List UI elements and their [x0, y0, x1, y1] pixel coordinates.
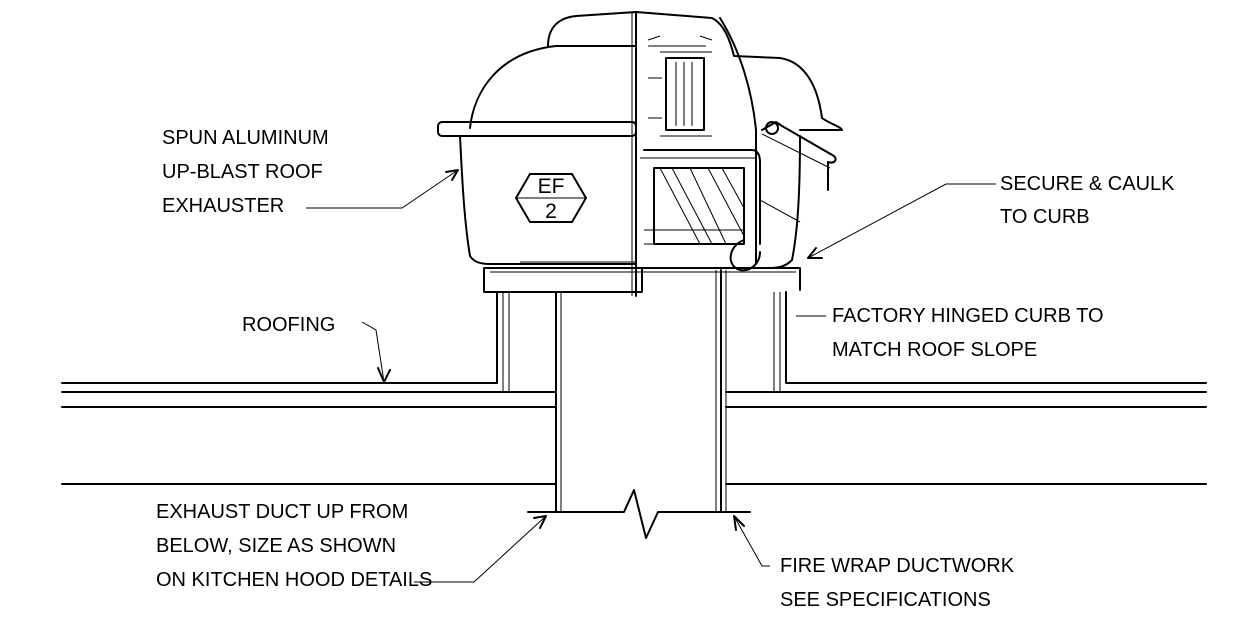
- fan-tag-line1: EF: [538, 175, 565, 198]
- label-curb-2: MATCH ROOF SLOPE: [832, 339, 1037, 361]
- label-duct-1: EXHAUST DUCT UP FROM: [156, 501, 408, 523]
- fan-tag: EF 2: [515, 173, 587, 223]
- label-firewrap-2: SEE SPECIFICATIONS: [780, 589, 991, 611]
- roof-curb: [502, 292, 781, 392]
- label-curb-1: FACTORY HINGED CURB TO: [832, 305, 1104, 327]
- label-duct-3: ON KITCHEN HOOD DETAILS: [156, 569, 432, 591]
- label-duct-2: BELOW, SIZE AS SHOWN: [156, 535, 396, 557]
- label-secure-1: SECURE & CAULK: [1000, 173, 1175, 195]
- label-firewrap-1: FIRE WRAP DUCTWORK: [780, 555, 1015, 577]
- fan-housing: [437, 11, 843, 297]
- exhaust-duct: [527, 269, 751, 539]
- fan-tag-line2: 2: [545, 200, 557, 223]
- curb-cap: [483, 267, 801, 293]
- leaders: [306, 169, 996, 583]
- label-roofing: ROOFING: [242, 314, 335, 336]
- label-exhauster-2: UP-BLAST ROOF: [162, 161, 323, 183]
- roof-deck: [61, 291, 1207, 485]
- label-exhauster-1: SPUN ALUMINUM: [162, 127, 329, 149]
- label-exhauster-3: EXHAUSTER: [162, 195, 284, 217]
- fan-internals: [640, 35, 837, 272]
- labels: SPUN ALUMINUM UP-BLAST ROOF EXHAUSTER SE…: [156, 127, 1175, 611]
- label-secure-2: TO CURB: [1000, 206, 1090, 228]
